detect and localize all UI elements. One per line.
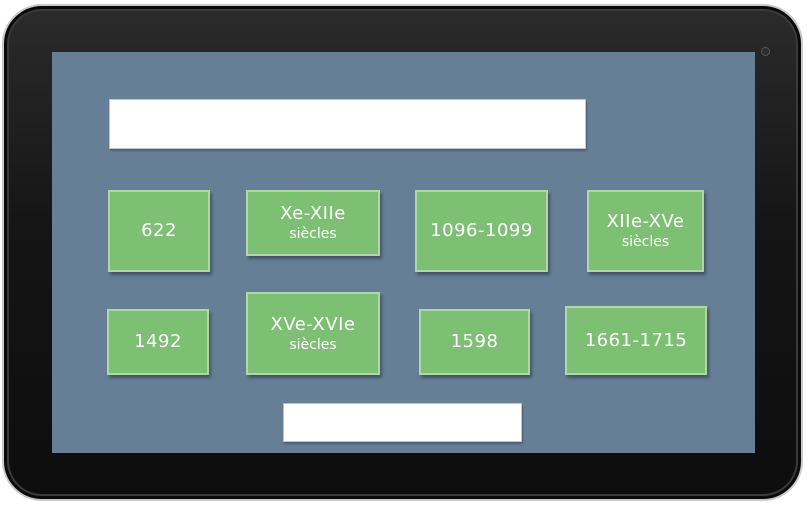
card-sublabel: siècles: [289, 336, 337, 353]
date-card-1096-1099[interactable]: 1096-1099: [415, 190, 548, 272]
top-answer-box[interactable]: [109, 99, 586, 149]
card-label: 1598: [450, 331, 499, 352]
card-label: 1096-1099: [430, 220, 533, 241]
date-card-1598[interactable]: 1598: [419, 309, 530, 375]
card-label: Xe-XIIe: [280, 203, 346, 224]
card-label: XIIe-XVe: [606, 211, 685, 232]
card-label: 1492: [134, 331, 182, 352]
date-card-xe-xiie[interactable]: Xe-XIIe siècles: [246, 190, 380, 256]
card-label: 622: [141, 220, 177, 241]
bottom-answer-box[interactable]: [283, 403, 522, 442]
date-card-622[interactable]: 622: [108, 190, 210, 272]
date-card-1661-1715[interactable]: 1661-1715: [565, 306, 707, 375]
card-sublabel: siècles: [621, 234, 670, 250]
card-sublabel: siècles: [289, 226, 337, 242]
card-label: 1661-1715: [584, 329, 688, 351]
date-card-xiie-xve[interactable]: XIIe-XVe siècles: [587, 190, 704, 272]
card-label: XVe-XVIe: [270, 313, 356, 335]
camera-icon: [761, 47, 770, 56]
date-card-xve-xvie[interactable]: XVe-XVIe siècles: [246, 292, 380, 375]
date-card-1492[interactable]: 1492: [107, 309, 209, 375]
